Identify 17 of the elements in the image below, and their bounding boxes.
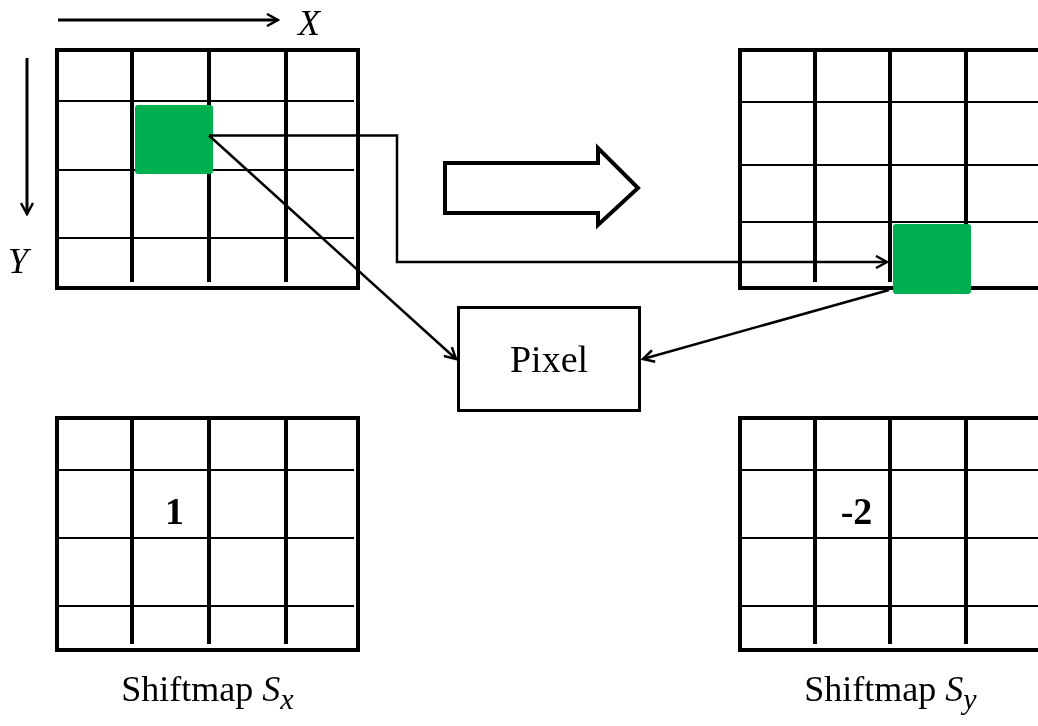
highlighted-cell [135, 105, 213, 174]
arrow [208, 134, 458, 361]
block-arrow [443, 143, 641, 230]
arrow [641, 288, 890, 364]
cell-value: 1 [164, 489, 185, 534]
box-label: Pixel [509, 337, 589, 381]
grid-table [55, 416, 360, 652]
cell-value: -2 [839, 489, 874, 534]
highlighted-cell [893, 224, 971, 294]
axis-label: X [298, 2, 320, 44]
process-box [457, 306, 641, 412]
axis-label: Y [8, 240, 29, 282]
arrow [209, 134, 889, 270]
node-label: Shiftmap S$_{x}$ [120, 668, 295, 717]
grid-table [738, 416, 1038, 652]
node-label: Shiftmap S$_{y}$ [803, 668, 978, 717]
grid-table [55, 48, 360, 290]
